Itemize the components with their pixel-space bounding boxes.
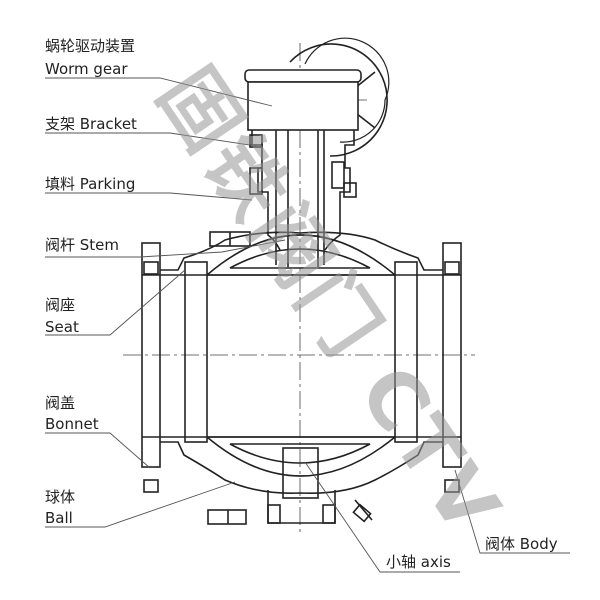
body-label: 阀体 Body	[485, 535, 558, 553]
bracket-label: 支架 Bracket	[45, 115, 137, 133]
bracket	[209, 130, 357, 267]
valve-body	[141, 231, 462, 525]
worm-gear-label-en: Worm gear	[45, 60, 128, 78]
stem-label: 阀杆 Stem	[45, 236, 120, 254]
ball-label-cn: 球体	[45, 488, 76, 506]
bonnet-label-en: Bonnet	[45, 415, 99, 433]
packing-label: 填料 Parking	[45, 175, 136, 193]
gearbox	[244, 69, 362, 131]
axis-label: 小轴 axis	[386, 553, 451, 571]
leader-lines	[45, 77, 570, 573]
ball-label-en: Ball	[45, 509, 73, 527]
axis-housing	[267, 447, 336, 524]
seat-label-cn: 阀座	[45, 296, 76, 314]
worm-gear-label-cn: 蜗轮驱动装置	[45, 37, 136, 55]
bonnet-label-cn: 阀盖	[45, 394, 76, 412]
seat-label-en: Seat	[45, 318, 79, 336]
